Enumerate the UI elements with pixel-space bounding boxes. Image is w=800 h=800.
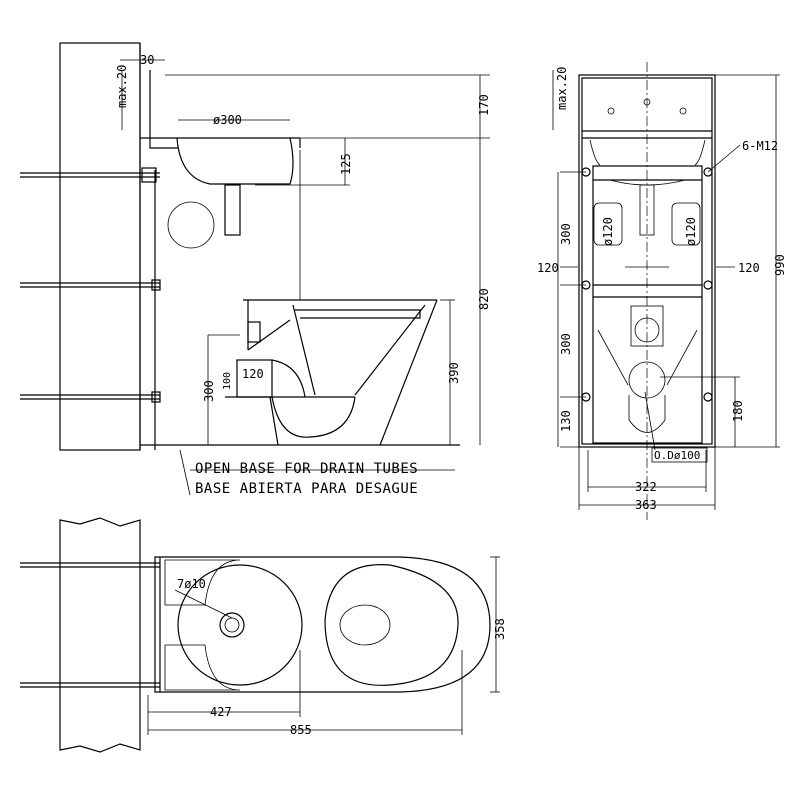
note-spanish: BASE ABIERTA PARA DESAGUE xyxy=(195,481,418,497)
dim-depth: 358 xyxy=(493,618,507,640)
dim-outlet-small: 100 xyxy=(222,372,233,390)
dim-outlet-width: 120 xyxy=(242,367,264,381)
dim-inner-width: 322 xyxy=(635,480,657,494)
toilet-profile xyxy=(225,299,438,446)
dim-outlet-diameter: O.Dø100 xyxy=(654,449,700,462)
dim-side-right: 120 xyxy=(738,261,760,275)
front-dim-max20: max.20 xyxy=(555,67,569,110)
top-dimensions: 7ø10 427 855 358 xyxy=(147,556,507,737)
dim-total-length: 855 xyxy=(290,723,312,737)
dim-basin-depth: 125 xyxy=(339,153,353,175)
dim-total-height: 990 xyxy=(773,254,787,276)
top-view: 7ø10 427 855 358 xyxy=(20,517,507,753)
dim-side-left: 120 xyxy=(537,261,559,275)
wall-section xyxy=(59,517,141,753)
dim-spacing-bottom: 300 xyxy=(559,333,573,355)
dim-top: 170 xyxy=(477,94,491,116)
dim-bottom: 130 xyxy=(559,410,573,432)
dim-max20: max.20 xyxy=(115,65,129,108)
dim-outlet: 300 xyxy=(202,380,216,402)
front-dimensions: max.20 6-M12 300 300 130 120 120 ø120 ø1… xyxy=(537,67,787,512)
dim-height: 820 xyxy=(477,288,491,310)
side-dimensions: 30 max.20 ø300 125 170 820 390 300 100 1… xyxy=(115,53,491,497)
dim-hole-left: ø120 xyxy=(601,217,615,246)
note-english: OPEN BASE FOR DRAIN TUBES xyxy=(195,461,418,477)
drain-grate xyxy=(219,612,245,638)
dim-hole-right: ø120 xyxy=(684,217,698,246)
front-view: max.20 6-M12 300 300 130 120 120 ø120 ø1… xyxy=(537,62,787,520)
access-hole xyxy=(167,201,215,249)
dim-basin-diameter: ø300 xyxy=(213,113,242,127)
dim-outlet-height: 180 xyxy=(731,400,745,422)
basin-drain xyxy=(224,184,241,236)
side-view: 30 max.20 ø300 125 170 820 390 300 100 1… xyxy=(20,42,491,497)
dim-seat: 390 xyxy=(447,362,461,384)
dim-holes: 7ø10 xyxy=(177,577,206,591)
dim-basin-offset: 427 xyxy=(210,705,232,719)
basin-top xyxy=(177,564,303,686)
dim-spacing-top: 300 xyxy=(559,223,573,245)
dim-outer-width: 363 xyxy=(635,498,657,512)
unit-outline xyxy=(154,556,491,693)
toilet-top xyxy=(324,564,459,686)
basin-profile xyxy=(176,137,294,185)
dim-bolts: 6-M12 xyxy=(742,139,778,153)
mounting-rods xyxy=(20,167,161,403)
dim-30: 30 xyxy=(140,53,154,67)
